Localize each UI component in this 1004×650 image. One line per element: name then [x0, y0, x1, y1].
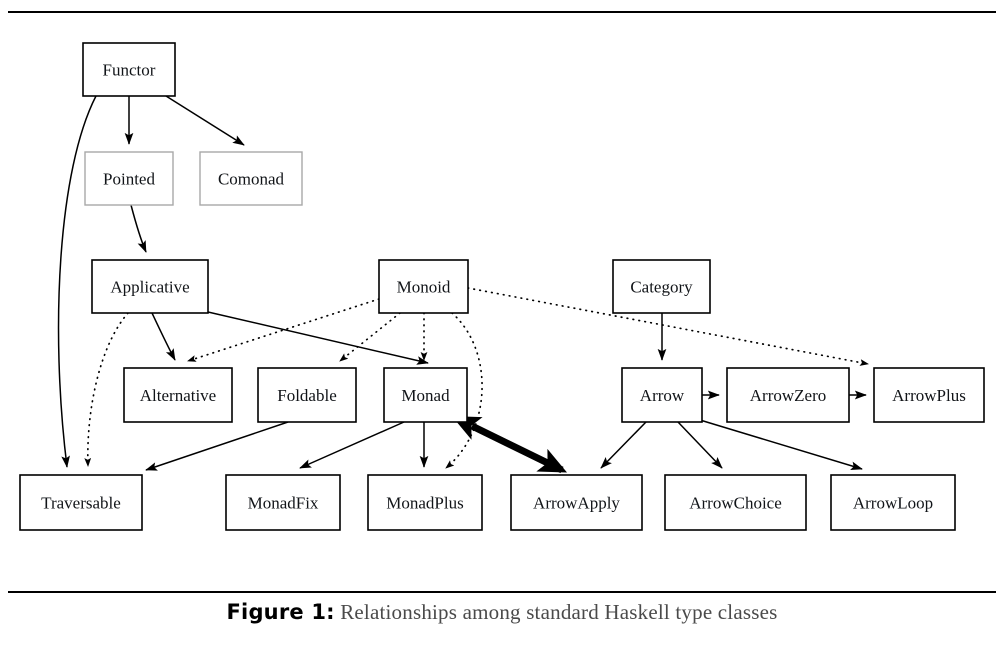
node-comonad[interactable]: Comonad — [199, 151, 303, 206]
node-box — [830, 474, 956, 531]
edge-arrow-arrowapply — [600, 421, 647, 469]
node-box — [82, 42, 176, 97]
edge-applicative-alternative — [151, 312, 176, 361]
node-box — [199, 151, 303, 206]
node-label: Comonad — [218, 170, 285, 189]
edge-monoid-arrowplus — [467, 287, 869, 366]
node-label: Arrow — [640, 386, 685, 405]
node-traversable[interactable]: Traversable — [19, 474, 143, 531]
edge-monoid-foldable — [339, 312, 401, 362]
node-box — [91, 259, 209, 314]
node-label: Alternative — [140, 386, 216, 405]
edge-functor-traversable — [57, 95, 97, 468]
edge-foldable-traversable — [145, 421, 289, 471]
edge-monad-monadfix — [299, 421, 405, 469]
top-horizontal-rule — [8, 11, 996, 13]
node-arrowloop[interactable]: ArrowLoop — [830, 474, 956, 531]
node-applicative[interactable]: Applicative — [91, 259, 209, 314]
edge-monoid-alternative — [187, 298, 380, 362]
node-alternative[interactable]: Alternative — [123, 367, 233, 423]
node-box — [84, 151, 174, 206]
edge-monad-arrowapply — [451, 416, 568, 474]
node-monoid[interactable]: Monoid — [378, 259, 469, 314]
node-label: Category — [630, 278, 693, 297]
node-label: Monad — [401, 386, 450, 405]
node-label: Foldable — [277, 386, 337, 405]
edge-layer — [57, 95, 869, 474]
node-label: Monoid — [397, 278, 451, 297]
node-label: ArrowApply — [533, 494, 620, 513]
edge-arrow-arrowchoice — [677, 421, 723, 469]
caption-label: Figure 1: — [226, 600, 335, 624]
node-label: MonadFix — [248, 494, 319, 513]
node-label: Traversable — [41, 494, 121, 513]
node-box — [383, 367, 468, 423]
node-pointed[interactable]: Pointed — [84, 151, 174, 206]
node-monad[interactable]: Monad — [383, 367, 468, 423]
node-box — [612, 259, 711, 314]
node-box — [123, 367, 233, 423]
node-category[interactable]: Category — [612, 259, 711, 314]
node-arrow[interactable]: Arrow — [621, 367, 703, 423]
node-box — [257, 367, 357, 423]
edge-applicative-monad — [207, 311, 429, 365]
node-box — [510, 474, 643, 531]
node-box — [225, 474, 341, 531]
node-box — [873, 367, 985, 423]
edge-monoid-monadplus — [445, 312, 483, 469]
node-foldable[interactable]: Foldable — [257, 367, 357, 423]
node-arrowplus[interactable]: ArrowPlus — [873, 367, 985, 423]
node-label: Applicative — [110, 278, 189, 297]
node-label: Functor — [103, 61, 156, 80]
edge-pointed-applicative — [130, 204, 147, 253]
node-box — [726, 367, 850, 423]
edge-functor-comonad — [165, 95, 245, 146]
node-box — [367, 474, 483, 531]
figure-caption: Figure 1: Relationships among standard H… — [0, 600, 1004, 625]
node-box — [378, 259, 469, 314]
node-label: Pointed — [103, 170, 155, 189]
edge-arrow-arrowloop — [699, 419, 863, 470]
caption-text: Relationships among standard Haskell typ… — [340, 600, 778, 624]
node-label: ArrowChoice — [689, 494, 782, 513]
node-functor[interactable]: Functor — [82, 42, 176, 97]
bottom-horizontal-rule — [8, 591, 996, 593]
node-box — [664, 474, 807, 531]
node-monadfix[interactable]: MonadFix — [225, 474, 341, 531]
node-arrowapply[interactable]: ArrowApply — [510, 474, 643, 531]
edge-applicative-traversable — [84, 312, 129, 467]
node-label: MonadPlus — [386, 494, 463, 513]
node-box — [621, 367, 703, 423]
node-arrowzero[interactable]: ArrowZero — [726, 367, 850, 423]
node-label: ArrowZero — [750, 386, 826, 405]
node-monadplus[interactable]: MonadPlus — [367, 474, 483, 531]
node-label: ArrowLoop — [853, 494, 933, 513]
node-arrowchoice[interactable]: ArrowChoice — [664, 474, 807, 531]
node-label: ArrowPlus — [892, 386, 966, 405]
node-box — [19, 474, 143, 531]
